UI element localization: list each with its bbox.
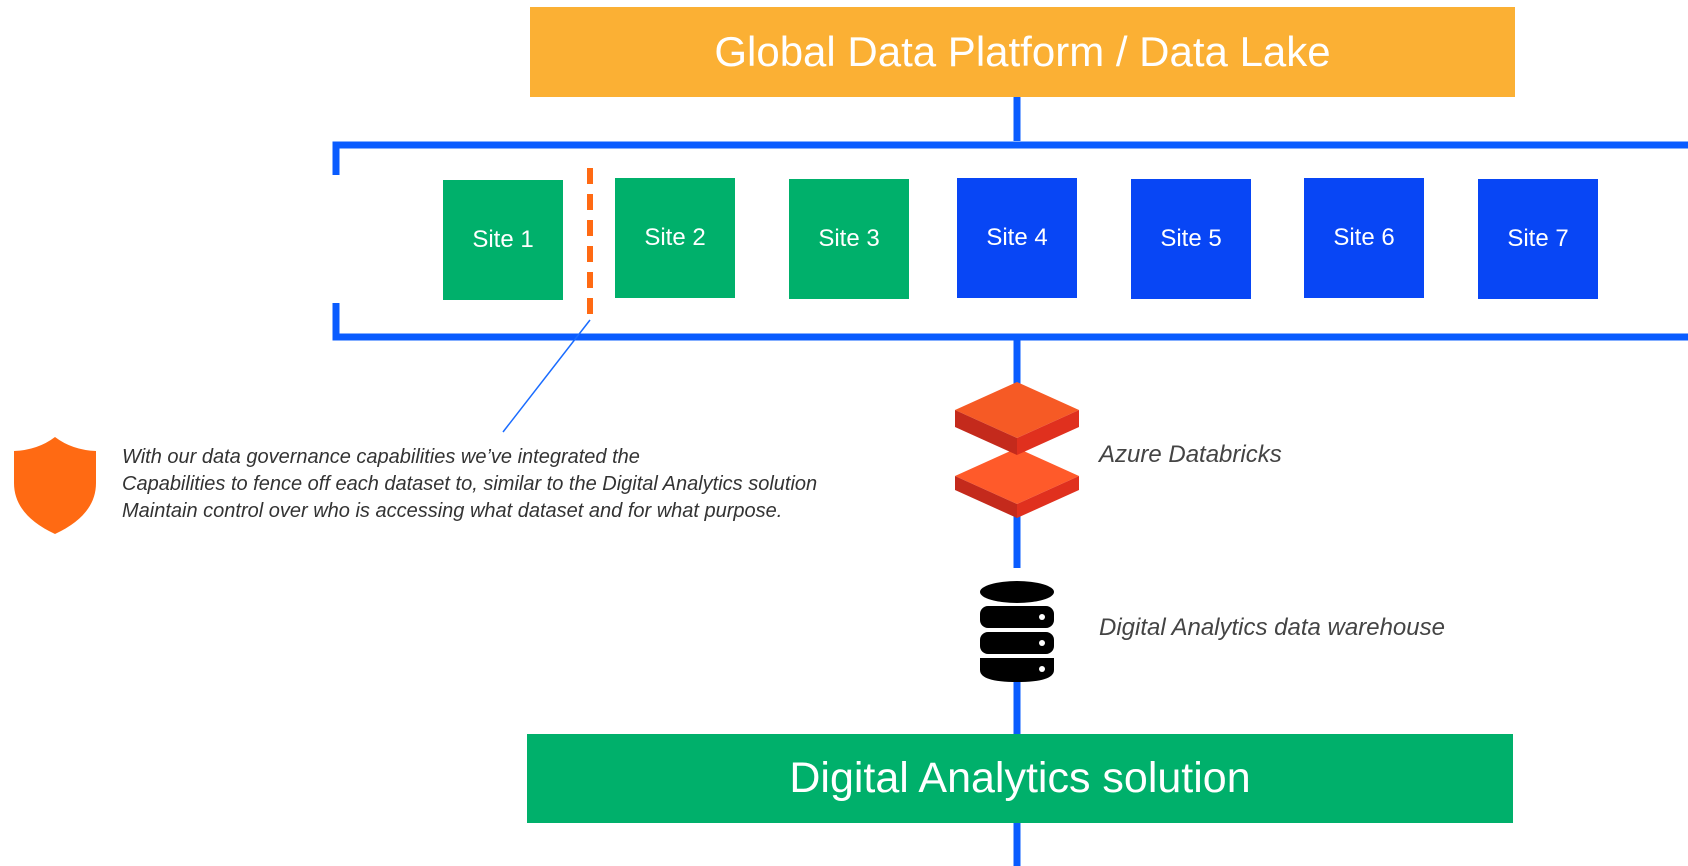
site-7-box: Site 7 [1478,179,1598,299]
annotation-leader-line [502,319,591,433]
site-4-box: Site 4 [957,178,1077,298]
governance-note: With our data governance capabilities we… [122,444,892,525]
digital-analytics-solution-label: Digital Analytics solution [789,754,1251,802]
site-3-box: Site 3 [789,179,909,299]
digital-analytics-solution-box: Digital Analytics solution [527,734,1513,823]
site-1-label: Site 1 [472,226,534,253]
sites-container-bracket [332,141,1688,341]
site-7-label: Site 7 [1507,225,1569,252]
database-icon [980,581,1054,682]
site-1-box: Site 1 [443,180,563,300]
site-5-label: Site 5 [1160,225,1222,252]
governance-note-line-3: Maintain control over who is accessing w… [122,500,783,522]
databricks-label: Azure Databricks [1099,441,1282,468]
site-5-box: Site 5 [1131,179,1251,299]
site-4-label: Site 4 [986,224,1048,251]
site-6-box: Site 6 [1304,178,1424,298]
site-6-label: Site 6 [1333,224,1395,251]
global-data-platform-label: Global Data Platform / Data Lake [714,28,1331,75]
site-3-label: Site 3 [818,225,880,252]
global-data-platform-box: Global Data Platform / Data Lake [530,7,1515,97]
databricks-icon [955,382,1079,518]
shield-icon [14,437,96,534]
warehouse-label: Digital Analytics data warehouse [1099,614,1445,641]
governance-note-line-1: With our data governance capabilities we… [122,446,640,468]
site-2-label: Site 2 [644,224,706,251]
governance-note-line-2: Capabilities to fence off each dataset t… [122,473,818,495]
site-2-box: Site 2 [615,178,735,298]
